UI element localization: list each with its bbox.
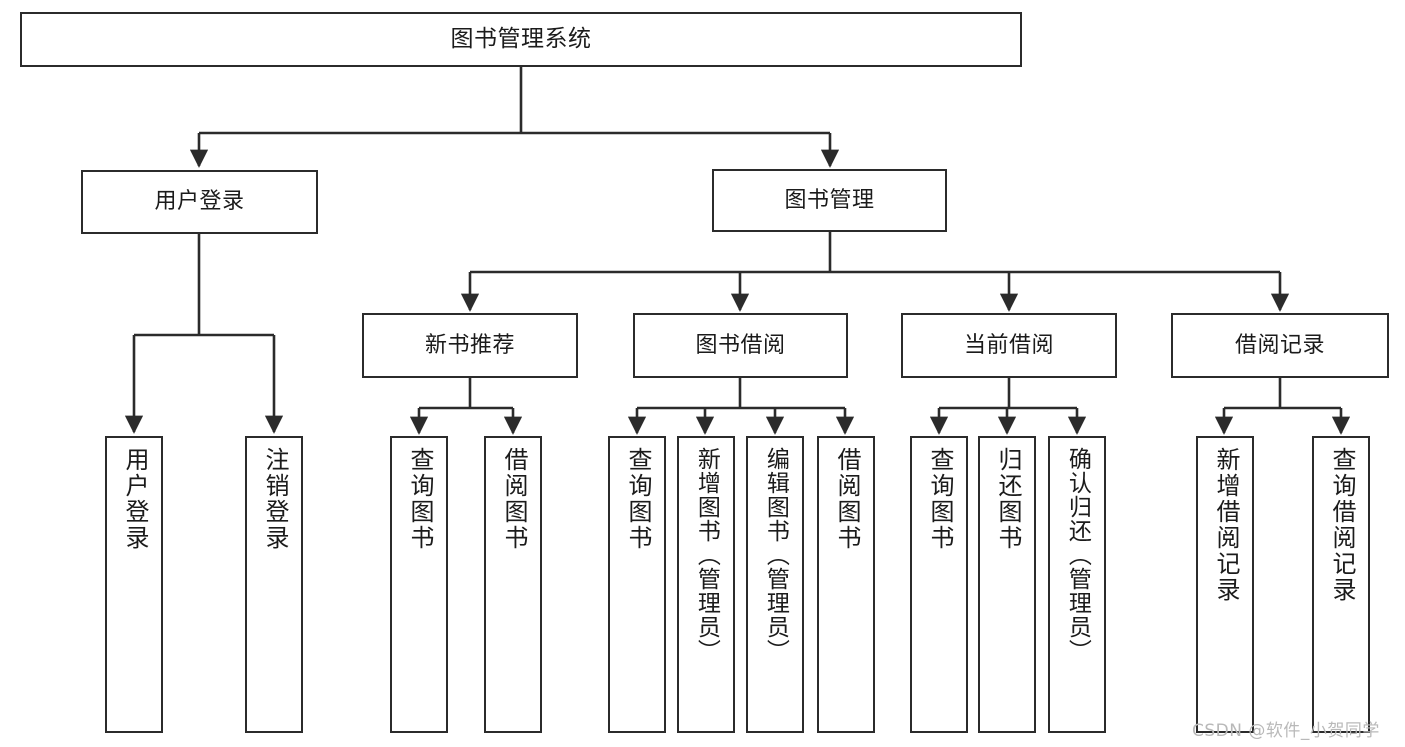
- csdn-watermark: CSDN @软件_小贺同学: [1192, 721, 1380, 741]
- node-label: 用户登录: [154, 189, 245, 215]
- node-current-borrowing[interactable]: 当前借阅: [901, 313, 1117, 378]
- node-book-borrowing[interactable]: 图书借阅: [633, 313, 848, 378]
- leaf-borrow-books-borrowing[interactable]: 借阅图书: [817, 436, 875, 733]
- leaf-logout[interactable]: 注销登录: [245, 436, 303, 733]
- node-label: 编辑图书（管理员）: [762, 447, 789, 663]
- leaf-add-book-admin[interactable]: 新增图书（管理员）: [677, 436, 735, 733]
- node-label: 图书借阅: [695, 332, 786, 358]
- node-label: 注销登录: [260, 447, 289, 551]
- leaf-query-books-recommendation[interactable]: 查询图书: [390, 436, 448, 733]
- node-label: 归还图书: [993, 447, 1022, 551]
- node-label: 图书管理系统: [450, 25, 592, 52]
- node-root-book-management-system[interactable]: 图书管理系统: [20, 12, 1022, 67]
- leaf-query-books-borrowing[interactable]: 查询图书: [608, 436, 666, 733]
- node-label: 新增图书（管理员）: [693, 447, 720, 663]
- leaf-edit-book-admin[interactable]: 编辑图书（管理员）: [746, 436, 804, 733]
- node-label: 当前借阅: [963, 332, 1054, 358]
- leaf-borrow-books-recommendation[interactable]: 借阅图书: [484, 436, 542, 733]
- node-label: 借阅记录: [1234, 332, 1325, 358]
- leaf-add-borrowing-record[interactable]: 新增借阅记录: [1196, 436, 1254, 733]
- node-book-management[interactable]: 图书管理: [712, 169, 947, 232]
- node-label: 查询图书: [405, 447, 434, 551]
- node-label: 新书推荐: [424, 332, 515, 358]
- node-user-login[interactable]: 用户登录: [81, 170, 318, 234]
- leaf-confirm-return-admin[interactable]: 确认归还（管理员）: [1048, 436, 1106, 733]
- node-label: 借阅图书: [832, 447, 861, 551]
- node-label: 查询图书: [623, 447, 652, 551]
- node-borrowing-record[interactable]: 借阅记录: [1171, 313, 1389, 378]
- node-label: 查询借阅记录: [1327, 447, 1356, 603]
- leaf-user-login[interactable]: 用户登录: [105, 436, 163, 733]
- leaf-query-books-current[interactable]: 查询图书: [910, 436, 968, 733]
- node-label: 用户登录: [120, 447, 149, 551]
- node-new-book-recommendation[interactable]: 新书推荐: [362, 313, 578, 378]
- leaf-query-borrowing-record[interactable]: 查询借阅记录: [1312, 436, 1370, 733]
- node-label: 新增借阅记录: [1211, 447, 1240, 603]
- leaf-return-books[interactable]: 归还图书: [978, 436, 1036, 733]
- node-label: 查询图书: [925, 447, 954, 551]
- node-label: 借阅图书: [499, 447, 528, 551]
- node-label: 确认归还（管理员）: [1064, 447, 1091, 663]
- node-label: 图书管理: [784, 187, 875, 213]
